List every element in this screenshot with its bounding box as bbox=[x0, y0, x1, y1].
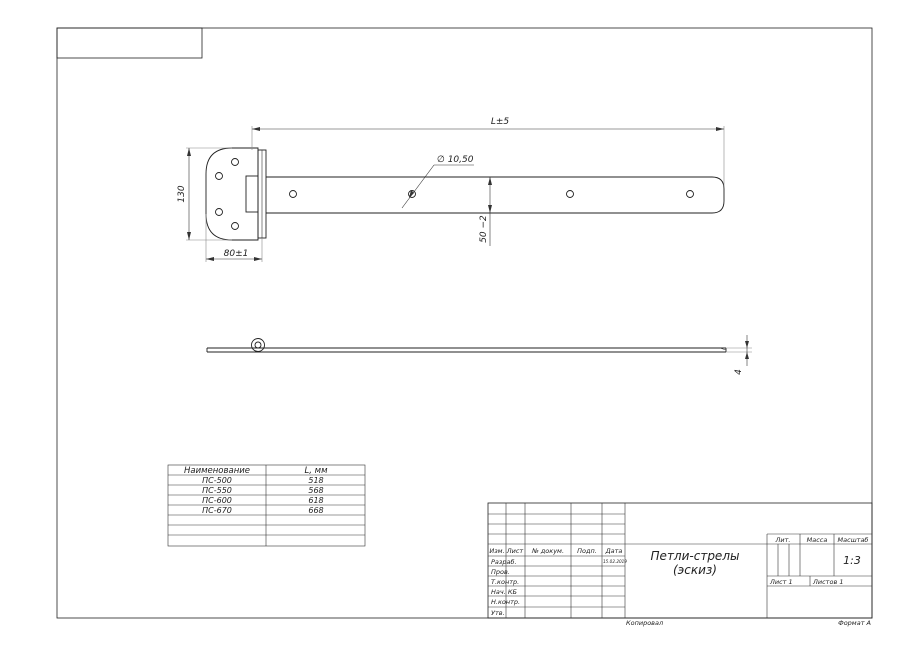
plate-hole bbox=[215, 208, 223, 216]
sheet-label: Лист 1 bbox=[769, 578, 793, 586]
col-header: Изм. bbox=[489, 547, 504, 555]
table-header-name: Наименование bbox=[184, 466, 250, 476]
format-label: Формат А bbox=[838, 619, 871, 627]
scale-value: 1:3 bbox=[843, 554, 861, 567]
knuckle-section bbox=[251, 338, 265, 352]
plate-hole bbox=[231, 222, 239, 230]
table-header-length: L, мм bbox=[305, 466, 329, 476]
length-label: L±5 bbox=[491, 117, 510, 127]
date-value: 15.02.2019 bbox=[603, 559, 627, 564]
strap-hole bbox=[408, 190, 416, 198]
dimension-length: L±5 bbox=[251, 117, 725, 186]
document-title: Петли-стрелы bbox=[651, 549, 740, 563]
role-label: Н.контр. bbox=[491, 598, 520, 606]
pin-section bbox=[254, 341, 262, 349]
table-cell: 668 bbox=[308, 506, 323, 515]
table-cell: ПС-670 bbox=[202, 506, 232, 515]
table-cell: ПС-550 bbox=[202, 486, 232, 495]
sheets-label: Листов 1 bbox=[812, 578, 843, 586]
table-cell: 568 bbox=[308, 486, 323, 495]
strap-hole bbox=[289, 190, 297, 198]
dimension-strap-width: 50 −2 bbox=[479, 177, 492, 246]
hinge-side-view bbox=[206, 338, 727, 353]
strap-hole bbox=[566, 190, 574, 198]
dimension-height: 130 bbox=[177, 147, 232, 241]
scale-label: Масштаб bbox=[838, 536, 869, 544]
hole-diameter-label: ∅ 10,50 bbox=[437, 155, 474, 165]
hinge-knuckle bbox=[245, 175, 259, 213]
table-cell: ПС-600 bbox=[202, 496, 232, 505]
role-label: Разраб. bbox=[491, 558, 517, 566]
role-label: Нач. КБ bbox=[491, 588, 517, 596]
hinge-plate bbox=[205, 147, 259, 241]
title-block: Изм. Лист № докум. Подп. Дата Разраб. Пр… bbox=[487, 502, 873, 619]
hinge-top-view bbox=[205, 147, 725, 241]
dimension-thickness: 4 bbox=[726, 335, 752, 375]
document-subtitle: (эскиз) bbox=[673, 563, 717, 577]
mass-label: Масса bbox=[807, 536, 828, 544]
copied-label: Копировал bbox=[626, 619, 663, 627]
plate-hole bbox=[231, 158, 239, 166]
strap-width-label: 50 −2 bbox=[479, 215, 489, 243]
col-header: № докум. bbox=[531, 547, 564, 555]
dimension-plate-width: 80±1 bbox=[205, 214, 263, 262]
corner-stamp-box bbox=[56, 27, 203, 59]
plate-hole bbox=[215, 172, 223, 180]
table-cell: 518 bbox=[308, 476, 323, 485]
table-cell: ПС-500 bbox=[202, 476, 232, 485]
plate-width-label: 80±1 bbox=[224, 249, 249, 259]
role-label: Пров. bbox=[491, 568, 510, 576]
dimension-hole-diameter: ∅ 10,50 bbox=[401, 155, 474, 209]
col-header: Подп. bbox=[577, 547, 597, 555]
thickness-label: 4 bbox=[734, 369, 744, 375]
sheet-frame bbox=[56, 27, 873, 619]
role-label: Т.контр. bbox=[491, 578, 519, 586]
col-header: Лист bbox=[506, 547, 524, 555]
lit-label: Лит. bbox=[775, 536, 791, 544]
col-header: Дата bbox=[605, 547, 623, 555]
role-label: Утв. bbox=[491, 609, 505, 617]
table-cell: 618 bbox=[308, 496, 323, 505]
strap bbox=[266, 176, 725, 214]
spec-table: Наименование L, мм ПС-500 518 ПС-550 568… bbox=[167, 464, 366, 547]
height-label: 130 bbox=[177, 185, 187, 202]
strap-hole bbox=[686, 190, 694, 198]
